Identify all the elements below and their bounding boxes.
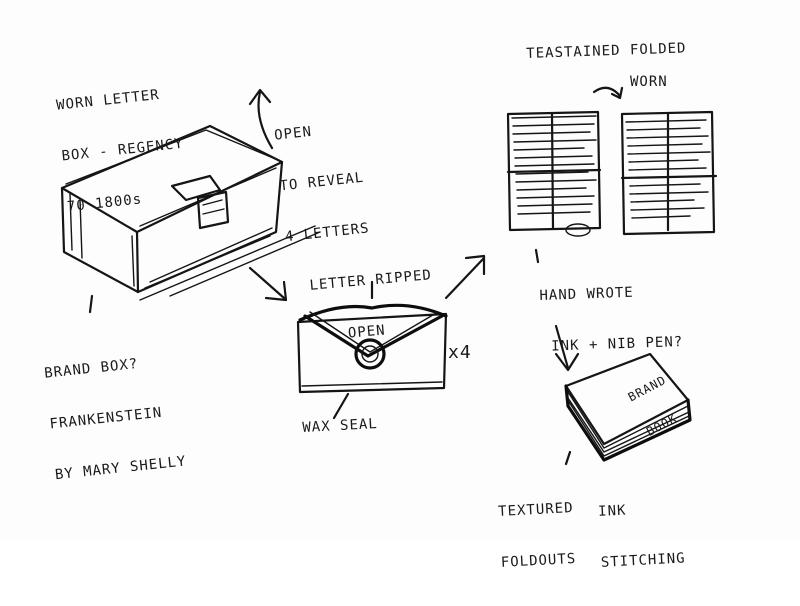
box-title-note: WORN LETTER BOX - REGENCY 70 1800s [52, 51, 193, 250]
hand-wrote-line-1: HAND WROTE [539, 284, 634, 304]
box-title-line-3: 70 1800s [66, 191, 143, 216]
brand-box-line-2: FRANKENSTEIN [48, 404, 164, 433]
hand-wrote-line-2: INK + NIB PEN? [550, 333, 684, 355]
letter-count-note: x4 [448, 342, 472, 363]
textured-foldouts-note: TEXTURED FOLDOUTS [496, 466, 578, 606]
box-to-letter-arrow [248, 266, 288, 302]
pages-to-book-arrow [554, 324, 580, 372]
textured-foldouts-line-2: FOLDOUTS [500, 550, 577, 571]
letter-ripped-note: LETTER RIPPED OPEN [306, 233, 440, 379]
brand-box-line-3: BY MARY SHELLY [54, 453, 188, 484]
envelope-drawing [296, 280, 448, 420]
brand-book-line-1: BRAND [625, 372, 669, 405]
ink-stitching-line-2: STITCHING [600, 550, 687, 571]
brand-book-line-2: BOOK [644, 411, 680, 439]
letter-ripped-line-2: OPEN [347, 322, 387, 342]
brand-box-line-1: BRAND BOX? [43, 355, 140, 382]
letter-page-1-drawing [506, 110, 602, 264]
brand-book-drawing [564, 352, 692, 466]
ink-stitching-note: INK STITCHING [596, 466, 688, 606]
letter-box-drawing [60, 124, 321, 301]
box-title-line-2: BOX - REGENCY [60, 135, 185, 165]
brand-box-pointer [88, 294, 94, 314]
ink-stitching-line-1: INK [597, 502, 627, 520]
sketch-sheet: WORN LETTER BOX - REGENCY 70 1800s OPEN … [40, 40, 718, 571]
textured-foldouts-line-1: TEXTURED [497, 500, 574, 520]
brand-box-note: BRAND BOX? FRANKENSTEIN BY MARY SHELLY [40, 318, 191, 518]
open-note-line-1: OPEN [273, 123, 313, 144]
box-title-line-1: WORN LETTER [55, 86, 161, 114]
fold-arrow-drawing [592, 86, 624, 100]
letter-to-pages-arrow [444, 254, 486, 300]
letter-page-2-drawing [620, 110, 718, 236]
hand-wrote-note: HAND WROTE INK + NIB PEN? [538, 249, 685, 390]
open-note-line-2: TO REVEAL [278, 169, 365, 195]
open-arrow-drawing [248, 88, 274, 150]
worn-note: WORN [630, 74, 668, 90]
sketch-drawings [60, 86, 718, 466]
letter-ripped-line-1: LETTER RIPPED [308, 267, 433, 294]
